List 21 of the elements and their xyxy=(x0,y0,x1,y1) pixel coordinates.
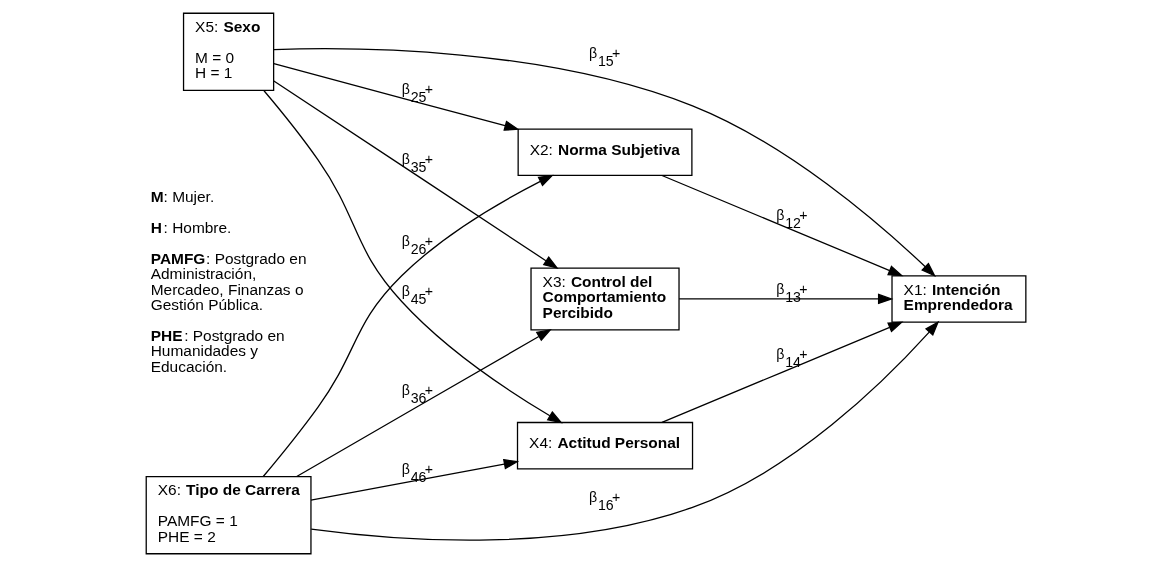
node-box: X5: Sexo M = 0 H = 1 xyxy=(182,12,274,92)
label: H: Hombre. xyxy=(150,218,231,236)
arrow xyxy=(272,63,520,131)
arrow xyxy=(262,90,563,424)
arrow xyxy=(660,321,903,424)
label: PAMFG: Postgrado en Administración, Mercadeo, Finanzas o Gestión Pública. xyxy=(150,249,306,314)
arrow xyxy=(660,174,903,277)
label: M: Mujer. xyxy=(150,187,214,205)
arrow xyxy=(310,320,939,541)
arrow xyxy=(272,80,559,270)
arrow xyxy=(262,174,554,478)
node-box: X4: Actitud Personal xyxy=(516,421,693,470)
node-box: X2: Norma Subjetiva xyxy=(517,128,693,177)
node-box: X1: Intención Emprendedora xyxy=(890,275,1026,323)
label: PHE: Postgrado en Humanidades y Educación. xyxy=(150,326,285,375)
node-box: X6: Tipo de Carrera PAMFG = 1 PHE = 2 xyxy=(145,475,312,555)
arrow xyxy=(677,293,893,305)
arrow xyxy=(272,48,936,278)
arrow xyxy=(309,458,519,501)
node-box: X3: Control del Comportamiento Percibido xyxy=(529,267,680,331)
arrow xyxy=(295,328,552,478)
